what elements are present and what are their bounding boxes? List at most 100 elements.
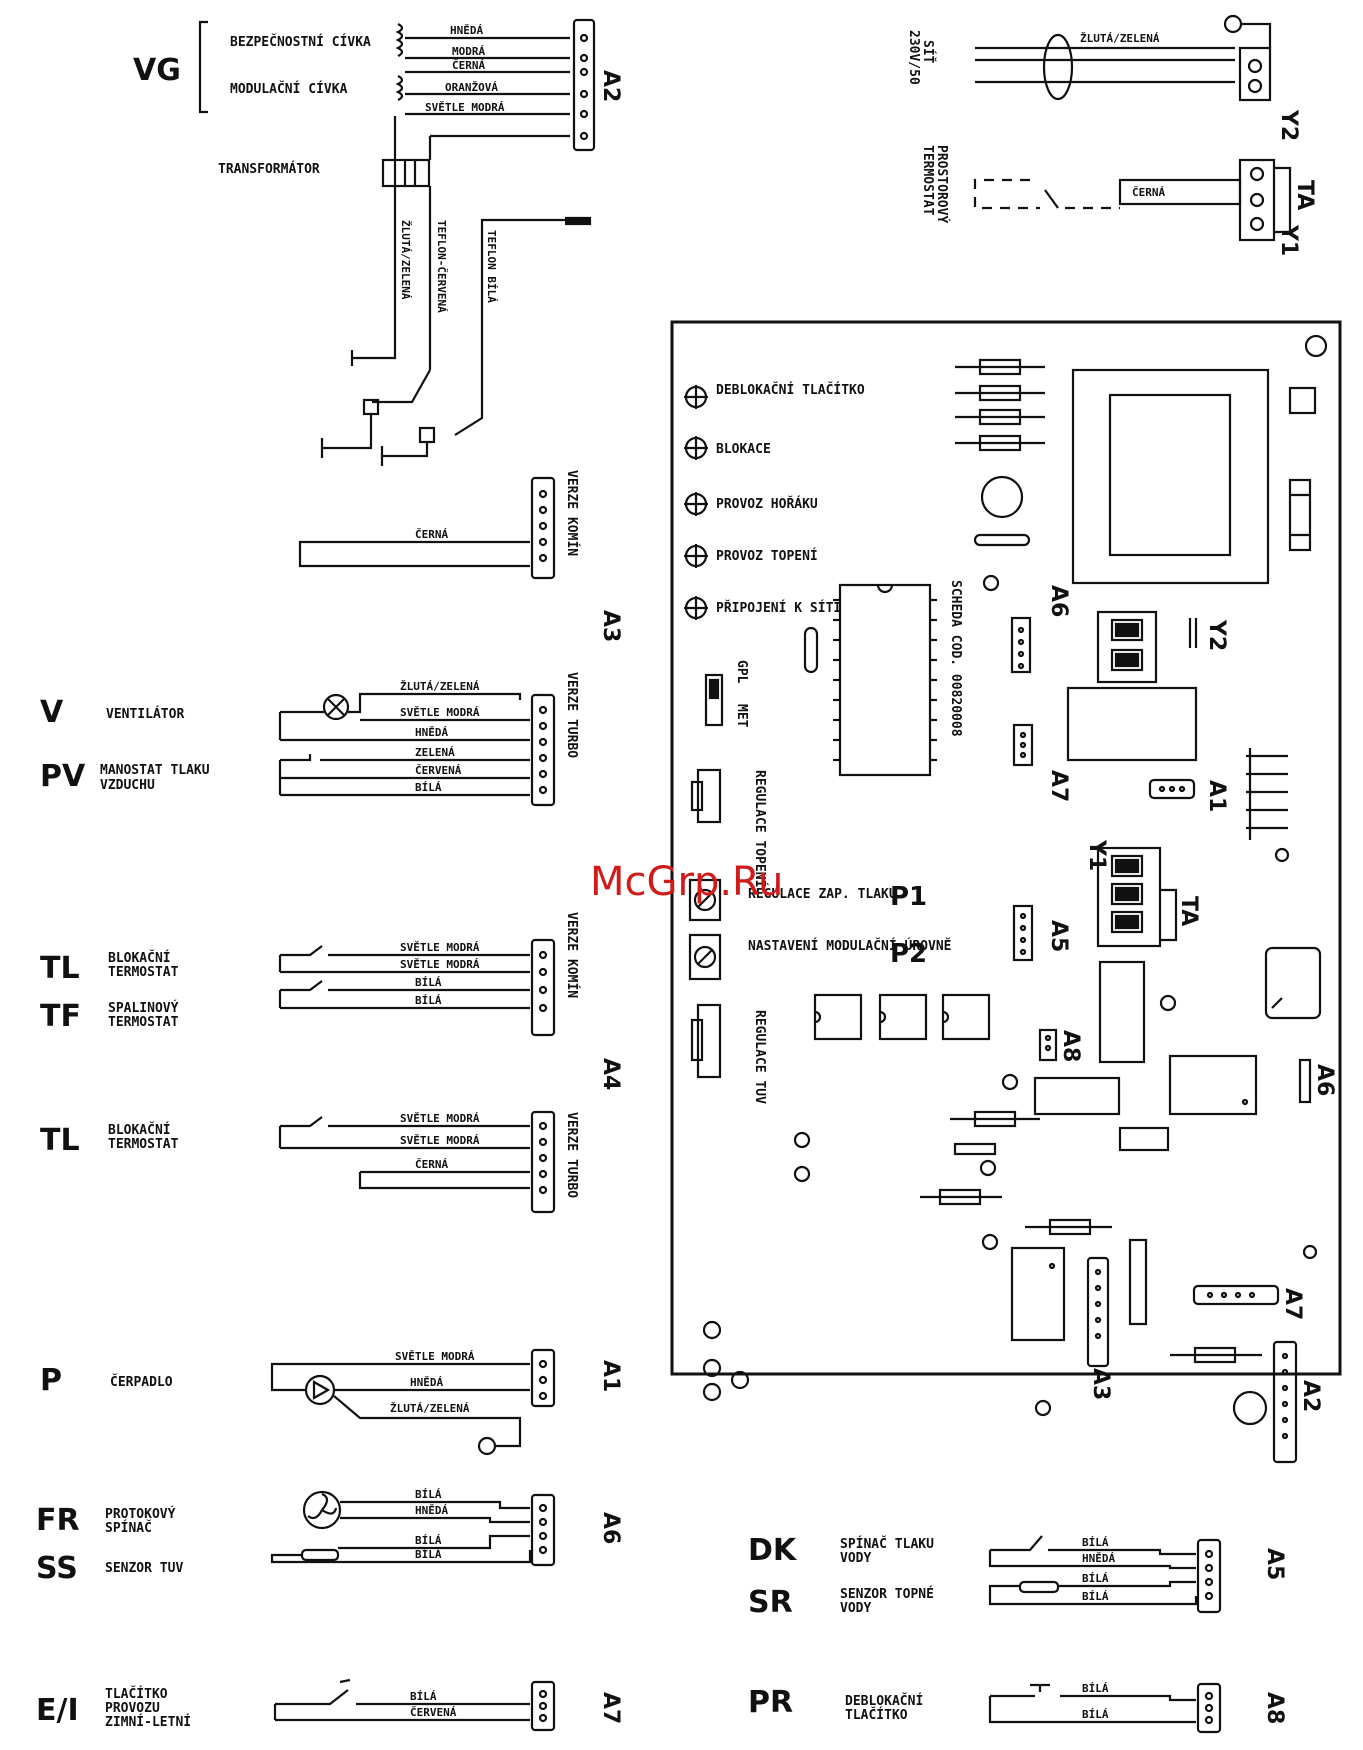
- summer-winter-label-3: ZIMNÍ-LETNÍ: [105, 1714, 191, 1730]
- wire-label-zluta-zelena-a3: ŽLUTÁ/ZELENÁ: [400, 680, 480, 693]
- board-connector-label-a1: A1: [1204, 780, 1229, 812]
- jumper-met-label: MET: [734, 704, 749, 728]
- wire-label-bila-a4-2: BÍLÁ: [415, 994, 442, 1007]
- wire-label-bila-a8-1: BÍLÁ: [1082, 1682, 1109, 1695]
- led-label-burner: PROVOZ HOŘÁKU: [716, 496, 818, 512]
- board-connector-label-a3: A3: [1088, 1368, 1113, 1400]
- wire-label-hneda-a3: HNĚDÁ: [415, 726, 448, 739]
- connector-label-y2-mains: Y2: [1276, 109, 1301, 141]
- board-connector-label-a7: A7: [1046, 770, 1071, 802]
- wire-label-bila-a6-3: BÍLÁ: [415, 1548, 442, 1561]
- wire-label-bila-a5-1: BÍLÁ: [1082, 1536, 1109, 1549]
- control-board: [670, 320, 1342, 1376]
- heating-sensor-label-2: VODY: [840, 1601, 871, 1616]
- wire-label-bila-a6-2: BÍLÁ: [415, 1534, 442, 1547]
- modulation-coil: [395, 75, 404, 101]
- connector-label-a7: A7: [598, 1692, 623, 1724]
- dhw-regulation-label: REGULACE TUV: [752, 1010, 767, 1104]
- wire-label-modra-vg: MODRÁ: [452, 45, 485, 58]
- wire-label-svetle-modra-a1: SVĚTLE MODRÁ: [395, 1350, 475, 1363]
- connector-label-a2-top: A2: [598, 70, 623, 102]
- wire-label-bila-a7: BÍLÁ: [410, 1690, 437, 1703]
- heating-regulation-label: REGULACE TOPENÍ: [752, 770, 768, 887]
- safety-coil: [395, 23, 404, 57]
- summer-winter-label-2: PROVOZU: [105, 1701, 160, 1716]
- board-connector-label-a6-right: A6: [1312, 1064, 1337, 1096]
- a2-top-connector: [572, 18, 596, 152]
- wire-label-teflon-bila: TEFLON BÍLÁ: [485, 230, 498, 303]
- jumper-gpl-label: GPL: [734, 660, 749, 684]
- wire-label-cerna-a4t: ČERNÁ: [415, 1158, 448, 1171]
- connector-label-a8: A8: [1262, 1692, 1287, 1724]
- wire-label-bila-a5-3: BÍLÁ: [1082, 1590, 1109, 1603]
- air-pressure-switch-label-1: MANOSTAT TLAKU: [100, 763, 210, 778]
- limit-thermostat-turbo-code: TL: [40, 1123, 80, 1158]
- wire-label-bila-a6-1: BÍLÁ: [415, 1488, 442, 1501]
- led-label-heating: PROVOZ TOPENÍ: [716, 548, 818, 564]
- board-connector-label-ta: TA: [1176, 896, 1201, 926]
- a7-summer-winter-connector: [530, 1680, 556, 1732]
- wire-label-cerna-a3: ČERNÁ: [415, 528, 448, 541]
- wire-label-bila-a8-2: BÍLÁ: [1082, 1708, 1109, 1721]
- wire-label-bila-a4-1: BÍLÁ: [415, 976, 442, 989]
- version-label-komin-a3: VERZE KOMÍN: [564, 470, 580, 556]
- flow-switch-icon: [302, 1490, 342, 1530]
- heating-water-sensor-icon: [1018, 1580, 1060, 1594]
- summer-winter-code: E/I: [36, 1693, 79, 1728]
- dhw-sensor-icon: [300, 1548, 340, 1562]
- reset-button-label-1: DEBLOKAČNÍ: [845, 1693, 923, 1709]
- pump-code: P: [40, 1363, 62, 1398]
- a3-komin-connector: [530, 476, 556, 580]
- vg-modulation-coil-label: MODULAČNÍ CÍVKA: [230, 81, 348, 97]
- modulation-level-label: NASTAVENÍ MODULAČNÍ ÚROVNĚ: [748, 938, 952, 954]
- wire-label-bila-a5-2: BÍLÁ: [1082, 1572, 1109, 1585]
- pot-p2-label: P2: [890, 939, 927, 969]
- main-ic: [838, 583, 932, 777]
- wire-label-zluta-zelena-mains: ŽLUTÁ/ZELENÁ: [1080, 32, 1160, 45]
- air-pressure-switch-label-2: VZDUCHU: [100, 778, 155, 793]
- heating-sensor-code: SR: [748, 1585, 793, 1620]
- limit-thermostat-komin-label-2: TERMOSTAT: [108, 965, 179, 980]
- flue-thermostat-code: TF: [40, 999, 81, 1034]
- wire-label-cervena-a7: ČERVENÁ: [410, 1706, 457, 1719]
- flow-switch-label-1: PROTOKOVÝ: [105, 1506, 176, 1522]
- board-connector-label-a7-bottom: A7: [1280, 1288, 1305, 1320]
- water-pressure-switch-code: DK: [748, 1533, 798, 1568]
- wire-label-oranzova-vg: ORANŽOVÁ: [445, 81, 498, 94]
- limit-thermostat-komin-code: TL: [40, 951, 80, 986]
- a4-turbo-connector: [530, 1110, 556, 1214]
- a6-sensor-connector: [530, 1493, 556, 1567]
- ignition-pressure-label: REGULACE ZAP. TLAKU: [748, 887, 897, 902]
- board-connector-label-a8: A8: [1058, 1030, 1083, 1062]
- wire-label-cervena-a3: ČERVENÁ: [415, 764, 462, 777]
- board-connector-label-y2: Y2: [1204, 619, 1229, 651]
- y2-mains-terminal: [1238, 46, 1272, 102]
- connector-label-a5: A5: [1262, 1548, 1287, 1580]
- wire-label-svetle-modra-a4-2: SVĚTLE MODRÁ: [400, 958, 480, 971]
- version-label-komin-a4: VERZE KOMÍN: [564, 912, 580, 998]
- summer-winter-label-1: TLAČÍTKO: [105, 1686, 168, 1702]
- vg-bracket: [198, 20, 208, 114]
- mains-label-1: SÍŤ: [920, 40, 936, 64]
- limit-thermostat-komin-label-1: BLOKAČNÍ: [108, 950, 171, 966]
- board-connector-label-y1: Y1: [1084, 839, 1109, 871]
- board-code: SCHEDA COD. 00820008: [948, 580, 963, 737]
- wire-label-cerna-thermostat: ČERNÁ: [1132, 186, 1165, 199]
- pump-label: ČERPADLO: [110, 1374, 173, 1390]
- flue-thermostat-label-2: TERMOSTAT: [108, 1015, 179, 1030]
- wire-label-svetle-modra-vg: SVĚTLE MODRÁ: [425, 101, 505, 114]
- water-pressure-switch-label-1: SPÍNAČ TLAKU: [840, 1536, 934, 1552]
- a5-water-connector: [1196, 1538, 1222, 1614]
- led-label-blokace: BLOKACE: [716, 442, 771, 457]
- a3-turbo-connector: [530, 693, 556, 807]
- a1-pump-connector: [530, 1348, 556, 1408]
- flue-thermostat-label-1: SPALINOVÝ: [108, 1000, 179, 1016]
- connector-label-a6: A6: [598, 1512, 623, 1544]
- connector-label-y1-mains: Y1: [1276, 224, 1301, 256]
- vg-safety-coil-label: BEZPEČNOSTNÍ CÍVKA: [230, 34, 371, 50]
- flow-switch-code: FR: [36, 1503, 80, 1538]
- board-connector-label-a6: A6: [1046, 585, 1071, 617]
- pot-p1-label: P1: [890, 882, 927, 912]
- version-label-turbo-a3: VERZE TURBO: [564, 672, 579, 758]
- a4-komin-connector: [530, 938, 556, 1037]
